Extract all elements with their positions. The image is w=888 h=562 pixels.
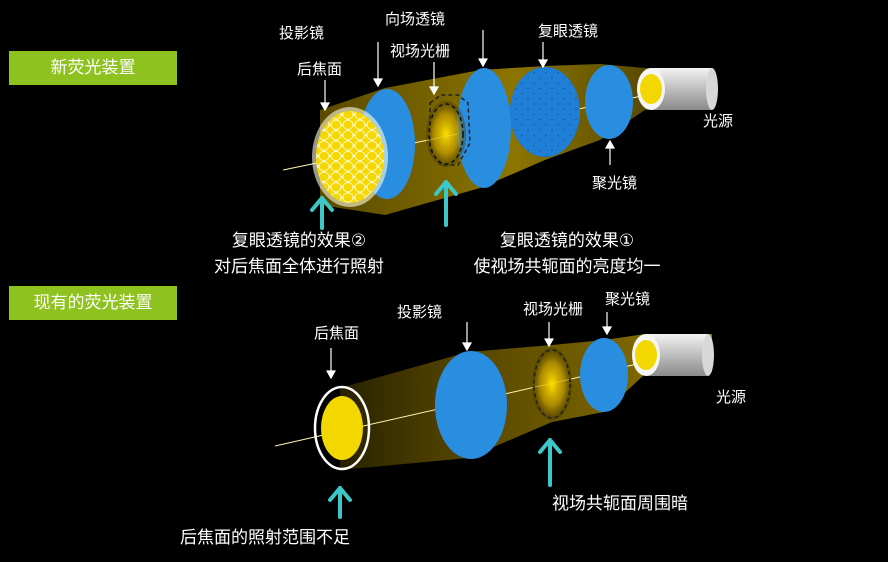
top-condenser-lens [585, 65, 633, 139]
bottom-label-condenser: 聚光镜 [605, 290, 651, 308]
bottom-condenser-lens [580, 338, 628, 412]
top-light-source [637, 68, 718, 110]
top-label-field-lens: 向场透镜 [385, 10, 446, 28]
bottom-note-right: 视场共轭面周围暗 [552, 494, 688, 514]
bottom-device-tag: 现有的荧光装置 [9, 286, 177, 320]
bottom-label-back-focal-plane: 后焦面 [314, 324, 360, 342]
top-diagram [282, 30, 718, 230]
top-fly-eye-lens [510, 67, 580, 157]
bottom-teal-arrows [328, 438, 562, 519]
top-label-projection-lens: 投影镜 [279, 24, 325, 42]
bottom-label-field-stop: 视场光栅 [523, 300, 584, 318]
top-label-fly-eye-lens: 复眼透镜 [538, 22, 599, 40]
top-effect2-line1: 复眼透镜的效果② [231, 231, 367, 251]
top-effect1-note: 复眼透镜的效果① 使视场共轭面的亮度均一 [443, 228, 691, 280]
top-effect1-line2: 使视场共轭面的亮度均一 [473, 257, 661, 277]
top-effect2-note: 复眼透镜的效果② 对后焦面全体进行照射 [186, 228, 412, 280]
bottom-field-stop [532, 348, 572, 420]
top-field-lens [457, 68, 511, 188]
bottom-projection-lens [435, 351, 507, 459]
top-label-condenser: 聚光镜 [592, 174, 638, 192]
top-device-tag: 新荧光装置 [9, 51, 177, 85]
bottom-label-arrows [325, 312, 613, 380]
top-back-focal-plane [312, 107, 388, 207]
top-field-stop [426, 94, 471, 167]
bottom-diagram [274, 312, 714, 519]
top-effect1-line1: 复眼透镜的效果① [499, 231, 635, 251]
bottom-back-focal-plane [313, 385, 371, 471]
bottom-note-left: 后焦面的照射范围不足 [180, 528, 350, 548]
top-effect2-line2: 对后焦面全体进行照射 [214, 257, 384, 277]
bottom-label-projection-lens: 投影镜 [397, 303, 443, 321]
bottom-light-source [632, 334, 714, 376]
top-label-light-source: 光源 [703, 112, 734, 130]
top-label-arrows [319, 30, 616, 165]
top-teal-arrows [310, 180, 458, 230]
bottom-label-light-source: 光源 [716, 388, 747, 406]
top-label-back-focal-plane: 后焦面 [297, 60, 343, 78]
top-label-field-stop: 视场光栅 [390, 42, 451, 60]
